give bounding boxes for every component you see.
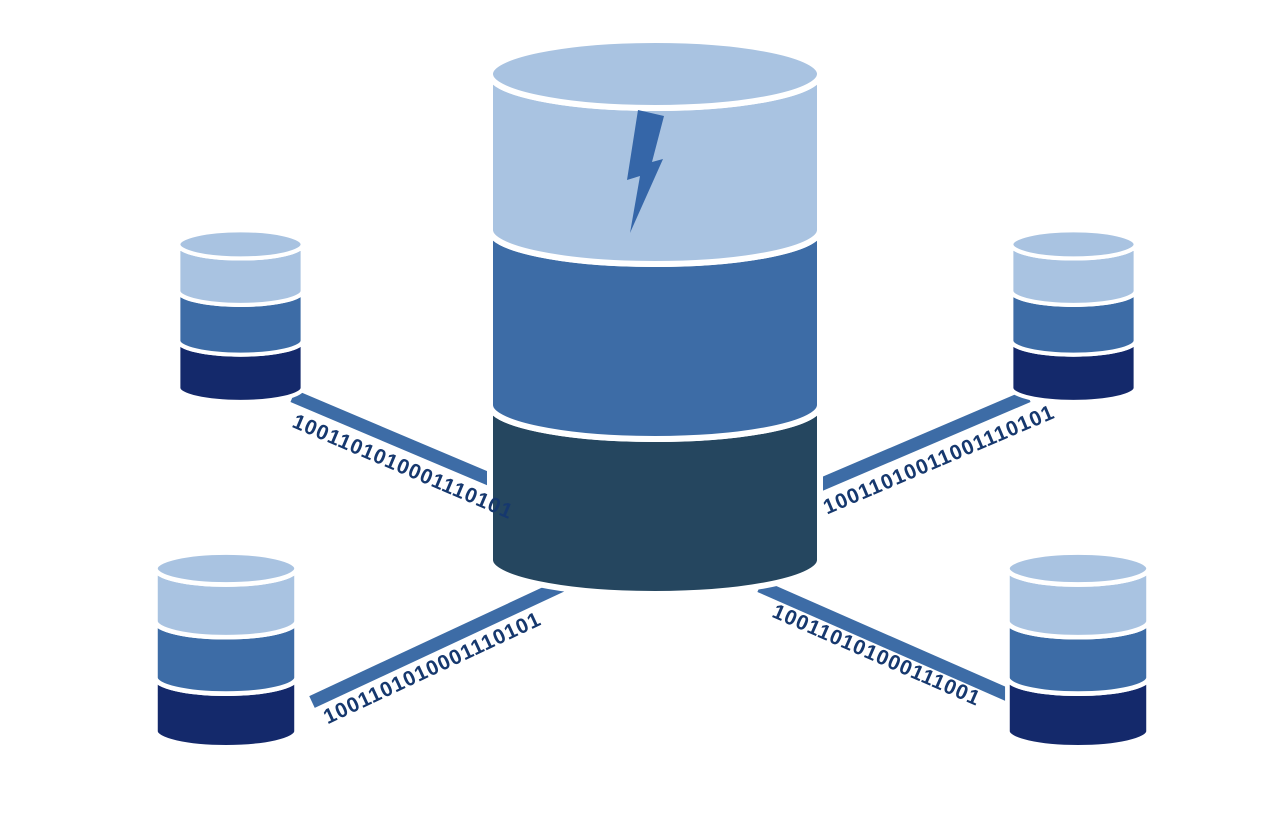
satellite-database-top-left [176, 228, 305, 405]
satellite-database-top-right [1009, 228, 1138, 405]
connector-top-left [290, 390, 518, 496]
cylinder-lid [1009, 228, 1138, 261]
connector-bottom-right [757, 580, 1018, 704]
cylinder-lid [1005, 550, 1151, 587]
satellite-database-bottom-right [1005, 550, 1151, 750]
satellite-database-bottom-left [153, 550, 299, 750]
central-database [487, 37, 823, 597]
cylinder-lid [153, 550, 299, 587]
central-db-lid [487, 37, 823, 111]
connector-top-right [805, 390, 1031, 496]
lightning-bolt-icon [627, 110, 664, 233]
connector-bottom-left [309, 578, 568, 708]
cylinder-lid [176, 228, 305, 261]
